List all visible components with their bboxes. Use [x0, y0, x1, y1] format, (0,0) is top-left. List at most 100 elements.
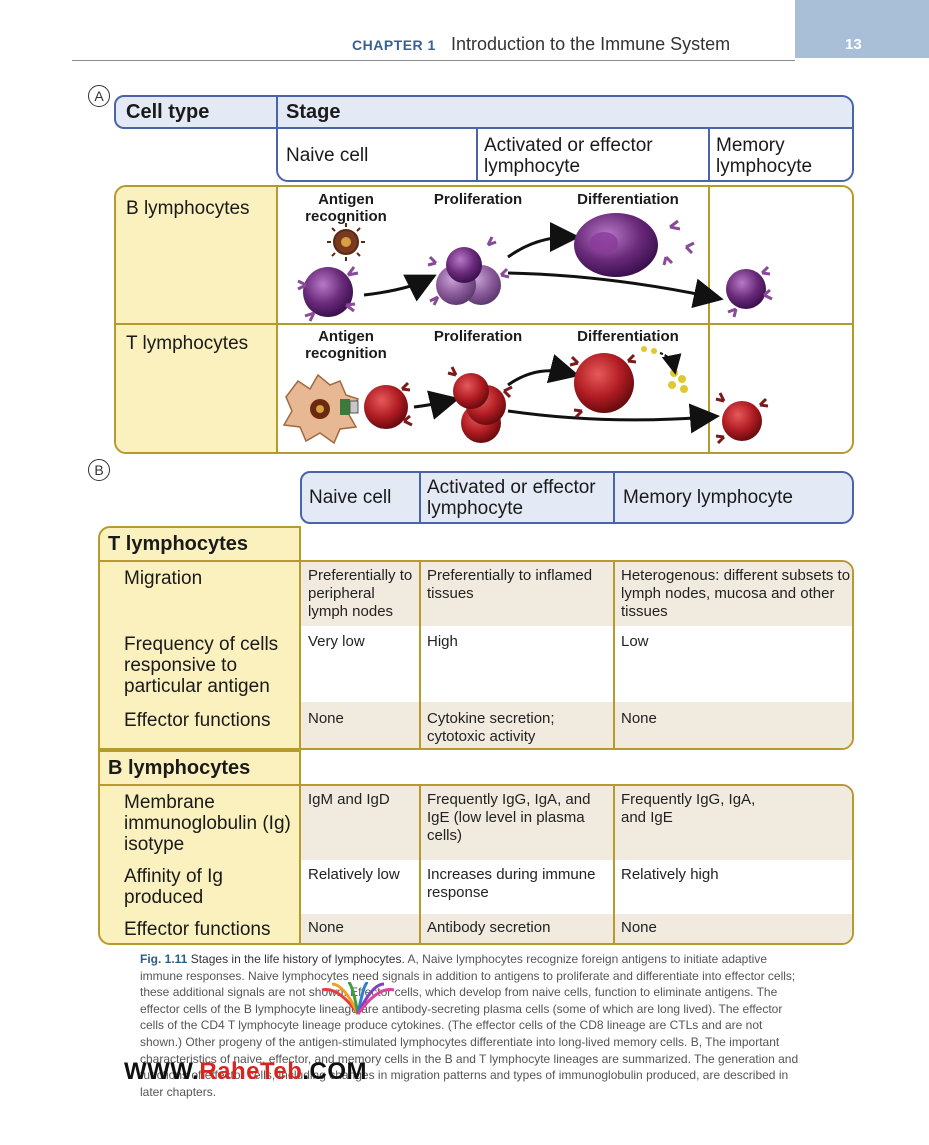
b-step-proliferation: Proliferation — [433, 191, 523, 208]
row-shade — [301, 914, 852, 943]
page-number: 13 — [845, 36, 862, 53]
t-frequency-memory: Low — [621, 633, 649, 650]
section-title-t-box: T lymphocytes — [98, 526, 301, 562]
b-isotype-activated: Frequently IgG, IgA, and IgE (low level … — [427, 791, 591, 844]
b-row-label-affinity: Affinity of Ig produced — [124, 866, 223, 908]
antibody-icon — [662, 219, 695, 266]
b-isotype-memory: Frequently IgG, IgA, and IgE — [621, 791, 756, 826]
proliferating-b-cells-icon — [427, 236, 510, 306]
mhc-antigen-complex-icon — [340, 399, 359, 415]
divider — [708, 187, 710, 452]
naive-b-cell-icon — [297, 266, 359, 322]
header-rule — [72, 60, 795, 61]
t-row-label-migration: Migration — [124, 568, 203, 589]
memory-b-cell-icon — [726, 265, 773, 318]
chapter-title: Introduction to the Immune System — [451, 34, 731, 54]
watermark-prefix: WWW. — [124, 1058, 200, 1085]
t-step-antigen-recognition: Antigen recognition — [305, 328, 387, 362]
stage-header-box: Stage — [276, 95, 854, 129]
lymphocyte-illustration — [282, 213, 773, 445]
arrow-icon — [507, 354, 580, 387]
b-affinity-activated: Increases during immune response — [427, 866, 596, 901]
t-migration-naive: Preferentially to peripheral lymph nodes — [308, 567, 413, 620]
divider — [613, 786, 615, 943]
b-affinity-naive: Relatively low — [308, 866, 400, 883]
divider — [278, 323, 852, 325]
figure-caption-body: A, Naive lymphocytes recognize foreign a… — [140, 952, 799, 1099]
stage-header: Stage — [286, 101, 341, 123]
col-header-activated-box: Activated or effector lymphocyte — [419, 471, 615, 524]
book-logo-icon — [321, 982, 395, 1015]
t-row-label-effector: Effector functions — [124, 710, 271, 731]
proliferating-t-cells-icon — [447, 366, 513, 443]
watermark-brand: RaheTeb — [199, 1058, 303, 1085]
arrow-icon — [507, 271, 724, 309]
t-values-table: Preferentially to peripheral lymph nodes… — [299, 560, 854, 750]
t-step-differentiation: Differentiation — [577, 328, 679, 345]
arrow-icon — [413, 390, 460, 420]
section-title-b-box: B lymphocytes — [98, 750, 301, 786]
chapter-label: CHAPTER 1 — [352, 37, 436, 53]
figure-caption: Fig. 1.11 Stages in the life history of … — [140, 951, 802, 1100]
cell-type-header-box: Cell type — [114, 95, 278, 129]
col-header-naive-box: Naive cell — [300, 471, 421, 524]
watermark-text: WWW.RaheTeb.COM — [124, 1058, 367, 1086]
plasma-cell-icon — [574, 213, 658, 277]
b-row-label-isotype: Membrane immunoglobulin (Ig) isotype — [124, 792, 291, 855]
row-shade — [301, 702, 852, 748]
b-effector-memory: None — [621, 919, 657, 936]
b-row-labels: Membrane immunoglobulin (Ig) isotype Aff… — [98, 784, 301, 945]
arrow-icon — [507, 222, 580, 259]
stage-naive: Naive cell — [286, 145, 369, 166]
section-title-b: B lymphocytes — [108, 757, 251, 779]
col-header-activated: Activated or effector lymphocyte — [427, 477, 596, 519]
stage-columns-box: Naive cell Activated or effector lymphoc… — [276, 127, 854, 182]
row-labels-column: B lymphocytes T lymphocytes — [114, 185, 278, 454]
divider — [116, 323, 276, 325]
memory-t-cell-icon — [715, 392, 769, 445]
arrow-icon — [507, 403, 720, 434]
t-row-labels: Migration Frequency of cells responsive … — [98, 560, 301, 750]
row-label-t: T lymphocytes — [126, 333, 249, 354]
divider — [419, 562, 421, 748]
b-isotype-naive: IgM and IgD — [308, 791, 390, 808]
b-effector-activated: Antibody secretion — [427, 919, 551, 936]
b-effector-naive: None — [308, 919, 344, 936]
divider — [613, 562, 615, 748]
divider — [708, 129, 710, 182]
dendritic-cell-icon — [282, 373, 360, 445]
stage-activated: Activated or effector lymphocyte — [484, 135, 653, 177]
b-row-label-effector: Effector functions — [124, 919, 271, 940]
divider — [419, 786, 421, 943]
b-step-antigen-recognition: Antigen recognition — [305, 191, 387, 225]
b-step-differentiation: Differentiation — [577, 191, 679, 208]
panel-b-label: B — [88, 459, 110, 481]
t-step-proliferation: Proliferation — [433, 328, 523, 345]
figure-title: Stages in the life history of lymphocyte… — [190, 952, 405, 966]
cytokine-icon — [641, 346, 688, 393]
arrow-icon — [659, 352, 682, 375]
divider — [476, 129, 478, 182]
t-migration-activated: Preferentially to inflamed tissues — [427, 567, 593, 602]
t-effector-naive: None — [308, 710, 344, 727]
t-frequency-naive: Very low — [308, 633, 365, 650]
col-header-naive: Naive cell — [309, 487, 392, 508]
watermark-suffix: .COM — [302, 1058, 368, 1085]
naive-t-cell-icon — [364, 381, 413, 429]
stage-memory: Memory lymphocyte — [716, 135, 813, 177]
col-header-memory: Memory lymphocyte — [623, 487, 793, 508]
section-title-t: T lymphocytes — [108, 533, 249, 555]
b-values-table: IgM and IgD Frequently IgG, IgA, and IgE… — [299, 784, 854, 945]
row-shade — [301, 562, 852, 626]
arrow-icon — [363, 274, 437, 302]
cell-type-header: Cell type — [126, 101, 210, 123]
b-affinity-memory: Relatively high — [621, 866, 719, 883]
row-shade — [301, 786, 852, 860]
page-tab — [795, 0, 929, 58]
t-row-label-frequency: Frequency of cells responsive to particu… — [124, 634, 279, 697]
row-label-b: B lymphocytes — [126, 198, 250, 219]
t-frequency-activated: High — [427, 633, 458, 650]
effector-t-cell-icon — [569, 353, 637, 419]
antigen-icon — [327, 223, 365, 261]
panel-a-label: A — [88, 85, 110, 107]
